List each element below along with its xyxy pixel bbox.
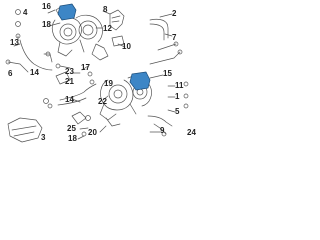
callout-5: 5 — [175, 107, 180, 116]
callout-18-upper: 18 — [42, 20, 51, 29]
upper-turbocharger-assembly — [51, 5, 125, 61]
callout-24: 24 — [187, 128, 196, 137]
callout-6: 6 — [8, 69, 13, 78]
callout-9: 9 — [160, 126, 165, 135]
callout-12: 12 — [103, 24, 112, 33]
upper-actuator — [57, 3, 77, 21]
callout-10: 10 — [122, 42, 131, 51]
callout-3: 3 — [41, 133, 46, 142]
callout-21: 21 — [65, 77, 74, 86]
callout-14-left: 14 — [30, 68, 39, 77]
callout-13: 13 — [10, 38, 19, 47]
callout-20: 20 — [88, 128, 97, 137]
callout-15: 15 — [163, 69, 172, 78]
callout-2: 2 — [172, 9, 177, 18]
callout-23: 23 — [65, 67, 74, 76]
lower-actuator — [129, 71, 151, 91]
coolant-lines — [7, 18, 181, 135]
callout-14-right: 14 — [65, 95, 74, 104]
callout-4: 4 — [23, 8, 28, 17]
gaskets — [55, 35, 125, 125]
callout-16: 16 — [42, 2, 51, 11]
callout-11: 11 — [175, 81, 184, 90]
callout-8: 8 — [103, 5, 108, 14]
turbocharger-parts-diagram — [5, 3, 189, 143]
callout-18-lower: 18 — [68, 134, 77, 143]
fittings-and-bolts — [5, 9, 189, 137]
callout-22: 22 — [98, 97, 107, 106]
leader-lines — [13, 9, 176, 140]
callout-17: 17 — [81, 63, 90, 72]
callout-7: 7 — [172, 33, 177, 42]
callout-25: 25 — [67, 124, 76, 133]
callout-19: 19 — [104, 79, 113, 88]
callout-1: 1 — [175, 92, 180, 101]
heat-shield — [7, 117, 43, 143]
